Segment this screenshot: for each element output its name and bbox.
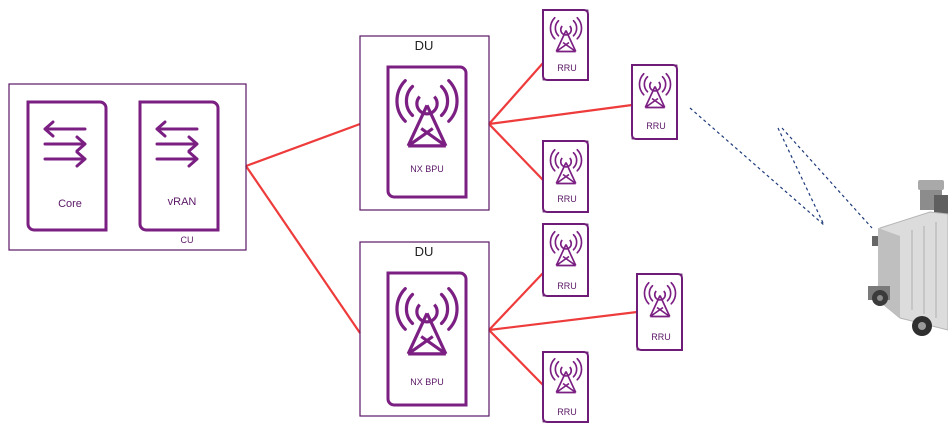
core-arrows-icon (43, 120, 87, 168)
vran-label: vRAN (167, 196, 197, 208)
link-cu-du-bottom (245, 165, 361, 334)
rru-card-5 (636, 273, 683, 351)
du-top-box (359, 35, 490, 211)
core-module (26, 100, 108, 232)
rru-5-label: RRU (651, 332, 671, 342)
du-bottom-box (359, 241, 490, 417)
rru-card-2 (631, 64, 678, 140)
du-top-label: DU (414, 38, 434, 53)
link-du-top-rru-2 (488, 103, 633, 126)
link-du-bottom-rru-5 (488, 310, 638, 332)
cu-box (8, 83, 247, 251)
robot-vehicle-icon (868, 180, 948, 336)
rru-card-1 (542, 9, 589, 81)
link-du-top-rru-3 (488, 123, 544, 181)
radio-beams (689, 107, 873, 229)
link-du-bottom-rru-4 (488, 272, 544, 331)
link-cu-du-top (245, 122, 361, 168)
rru-card-3 (542, 140, 589, 213)
vran-arrows-icon (155, 120, 199, 168)
vran-module (138, 100, 220, 232)
cu-label: CU (180, 235, 194, 245)
rru-1-label: RRU (557, 63, 577, 73)
rru-card-6 (542, 351, 589, 423)
rru-6-label: RRU (557, 407, 577, 417)
rru-card-4 (542, 223, 589, 297)
core-label: Core (58, 198, 82, 210)
du-bottom-label: DU (414, 244, 434, 259)
link-lines (245, 62, 638, 386)
du-bottom-bpu-label: NX BPU (410, 377, 444, 387)
rru-4-label: RRU (557, 281, 577, 291)
du-top-bpu-label: NX BPU (410, 164, 444, 174)
rru-3-label: RRU (557, 194, 577, 204)
link-du-top-rru-1 (488, 62, 544, 125)
rru-2-label: RRU (646, 121, 666, 131)
link-du-bottom-rru-6 (488, 329, 544, 386)
